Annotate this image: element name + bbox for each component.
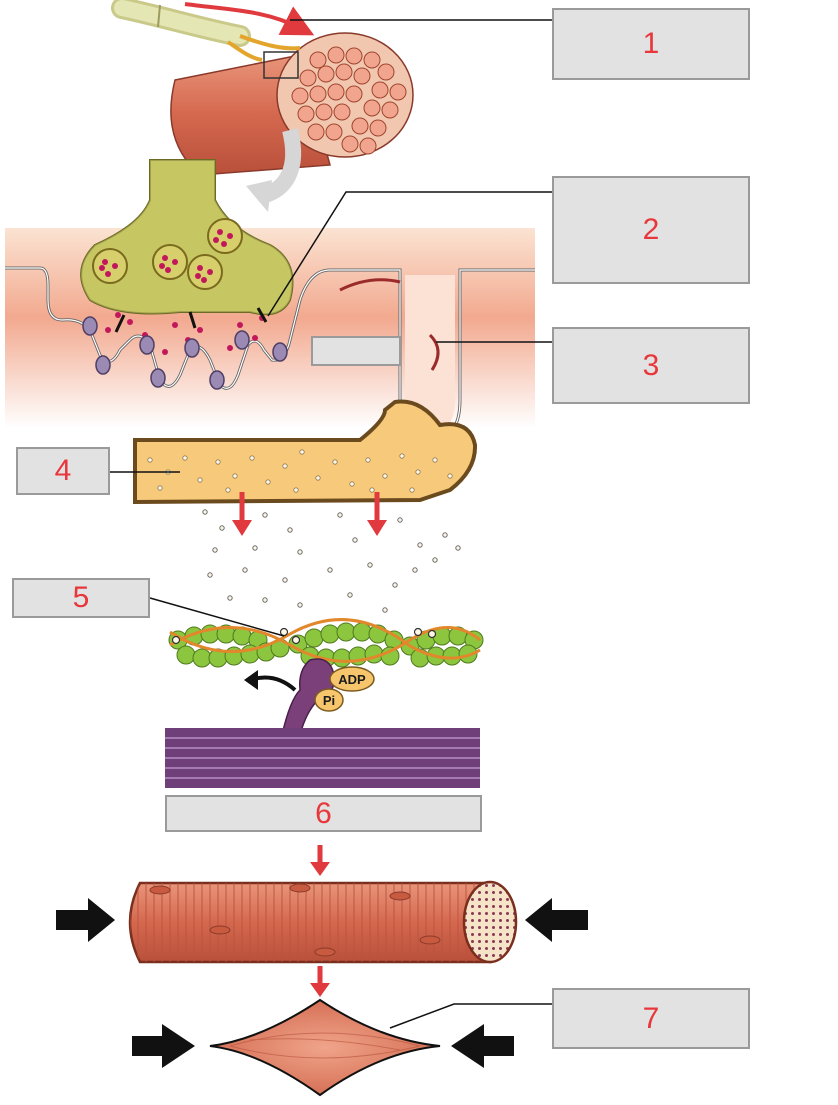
adp-molecule [329,666,375,692]
contracting-fiber-illustration [56,845,588,964]
label-box-6: 6 [165,795,482,832]
pi-label: Pi [323,693,335,708]
leader-line-7 [389,1003,552,1029]
label-box-3: 3 [552,327,750,404]
actin-myosin-illustration: ADP Pi [165,618,484,788]
label-box-1: 1 [552,8,750,80]
leader-line-2 [267,191,552,317]
label-box-7: 7 [552,988,750,1049]
label-box-4: 4 [16,447,110,495]
whole-muscle-illustration [132,966,514,1097]
sarcoplasmic-reticulum-illustration [133,399,478,505]
label-box-5: 5 [12,578,150,618]
synapse-illustration [5,159,535,442]
pi-molecule [314,688,344,712]
muscle-fiber-bundle-illustration [111,0,414,212]
label-box-blank [311,336,401,366]
label-box-2: 2 [552,176,750,284]
adp-label: ADP [338,672,366,687]
calcium-release-illustration [202,492,461,613]
leader-line-5 [149,597,285,637]
